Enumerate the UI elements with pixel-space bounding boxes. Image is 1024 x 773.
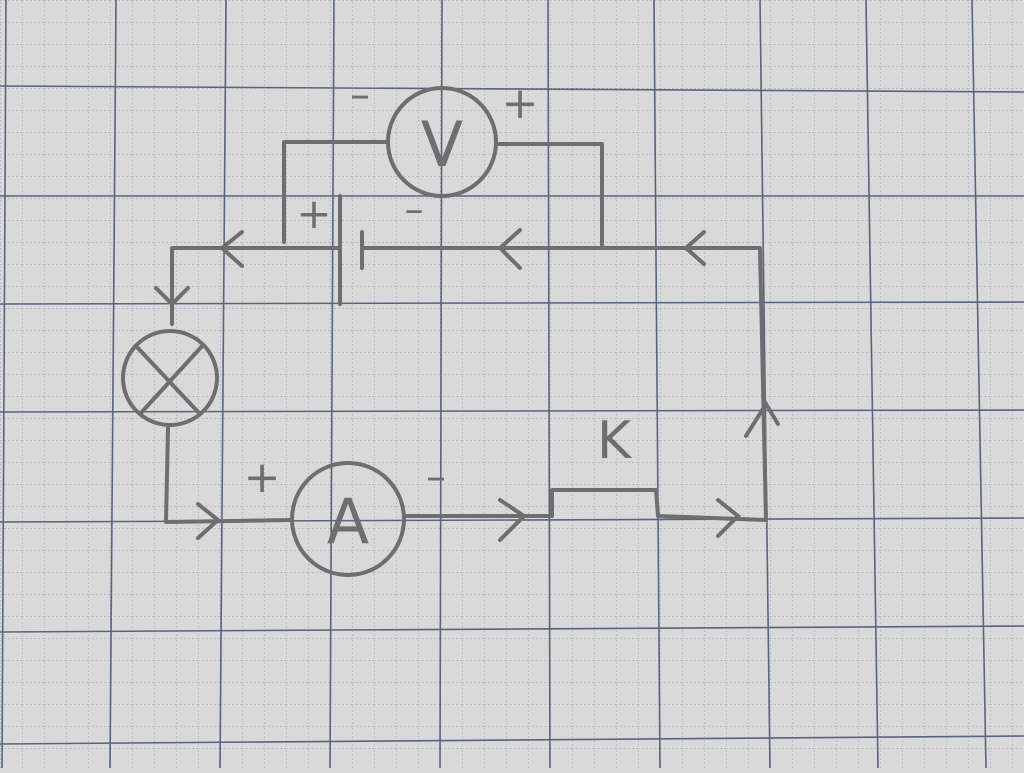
arrow-top-middle: [497, 228, 522, 270]
lamp-cross-icon: [121, 329, 219, 427]
voltmeter: V: [386, 86, 498, 198]
battery-minus-sign: –: [405, 187, 424, 231]
arrow-bottom-right: [716, 498, 741, 538]
battery-plus-sign: +: [296, 189, 331, 238]
switch-k-symbol: [550, 488, 660, 517]
ammeter-minus-sign: –: [426, 454, 446, 500]
current-arrows: [154, 228, 780, 542]
arrow-top-left: [218, 230, 244, 268]
wire-top-right: [360, 246, 768, 522]
wire-voltmeter-left: [282, 140, 390, 244]
arrow-left-down: [154, 286, 190, 307]
battery-symbol: [338, 194, 364, 306]
wire-voltmeter-right: [496, 142, 604, 248]
arrow-bottom-left: [196, 502, 222, 540]
arrow-right-up: [744, 400, 780, 438]
ammeter-circle: [290, 461, 406, 577]
arrow-bottom-middle: [498, 498, 528, 542]
voltmeter-circle: [386, 86, 498, 198]
voltmeter-symbol: V: [421, 108, 463, 181]
wire-bottom-left: [164, 426, 294, 524]
ammeter-symbol: A: [327, 485, 369, 558]
circuit-wires: [164, 140, 768, 524]
annotations: – + + – + – K: [244, 72, 633, 503]
switch-label-k: K: [597, 411, 633, 471]
arrow-top-right: [682, 230, 706, 266]
wire-top-left: [170, 246, 342, 326]
voltmeter-plus-sign: +: [502, 78, 539, 129]
ammeter-plus-sign: +: [244, 452, 281, 503]
ammeter: A: [290, 461, 406, 577]
voltmeter-minus-sign: –: [350, 72, 370, 118]
